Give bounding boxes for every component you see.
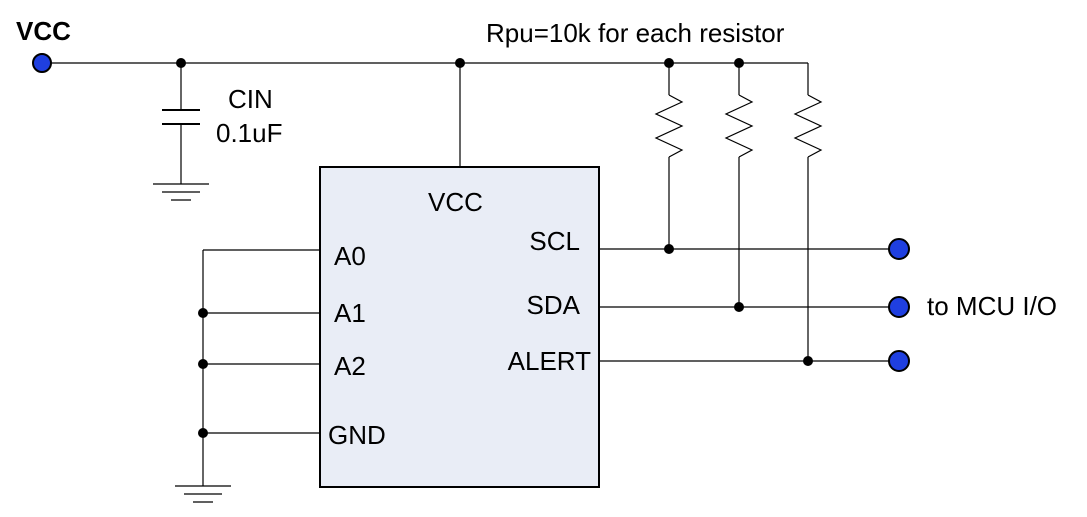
vcc-supply-label: VCC <box>16 16 71 46</box>
vcc-terminal[interactable] <box>32 53 52 73</box>
pullup-resistor-sda <box>724 58 754 307</box>
mcu-io-label: to MCU I/O <box>927 291 1057 321</box>
alert-terminal[interactable] <box>888 350 910 372</box>
sda-line <box>599 302 899 312</box>
sda-terminal[interactable] <box>888 296 910 318</box>
chip-ground-symbol <box>175 485 231 503</box>
chip-vcc-wire <box>455 58 465 167</box>
capacitor-name: CIN <box>228 84 273 114</box>
capacitor-value: 0.1uF <box>216 118 283 148</box>
chip-pin-vcc: VCC <box>428 187 483 217</box>
pullup-note: Rpu=10k for each resistor <box>486 18 785 48</box>
capacitor-cin <box>162 58 200 184</box>
chip-pin-a1: A1 <box>334 298 366 328</box>
chip-pin-alert: ALERT <box>508 346 591 376</box>
chip-pin-sda: SDA <box>527 290 581 320</box>
chip-pin-gnd: GND <box>328 420 386 450</box>
chip-pin-a2: A2 <box>334 351 366 381</box>
chip-pin-scl: SCL <box>529 226 580 256</box>
address-ground-wiring <box>198 249 320 486</box>
scl-line <box>599 244 899 254</box>
scl-terminal[interactable] <box>888 238 910 260</box>
capacitor-ground-symbol <box>153 183 209 201</box>
ic-body <box>319 166 600 488</box>
alert-line <box>599 356 899 366</box>
pullup-resistor-scl <box>654 58 684 249</box>
pullup-resistor-alert <box>793 63 823 361</box>
chip-pin-a0: A0 <box>334 241 366 271</box>
